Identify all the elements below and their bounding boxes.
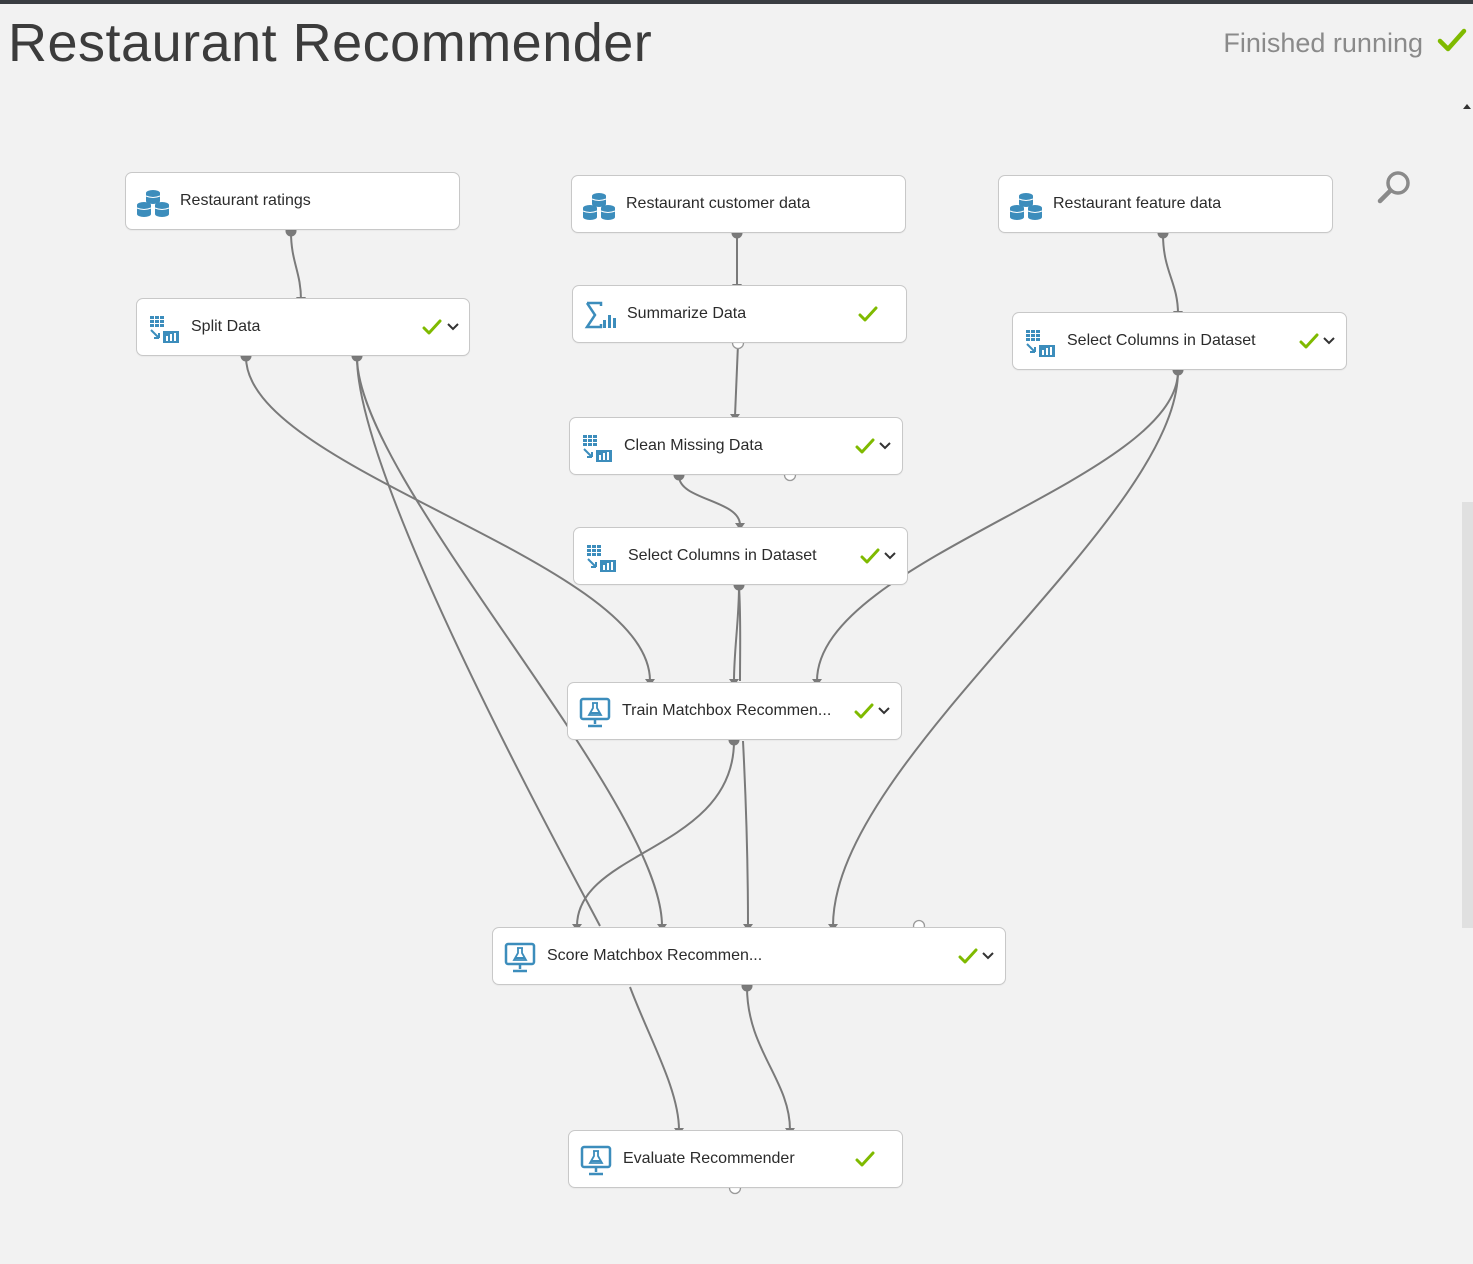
module-label: Summarize Data bbox=[627, 305, 747, 322]
finished-check-icon bbox=[422, 319, 442, 335]
dataset-icon bbox=[1009, 193, 1043, 220]
chevron-down-icon[interactable] bbox=[878, 707, 890, 715]
chevron-down-icon[interactable] bbox=[982, 952, 994, 960]
top-bar bbox=[0, 0, 1473, 4]
module-restaurant-customer-data[interactable]: Restaurant customer data bbox=[571, 175, 906, 233]
dataset-icon bbox=[136, 190, 170, 217]
transform-icon bbox=[583, 435, 612, 462]
module-label: Train Matchbox Recommen... bbox=[622, 702, 832, 719]
module-label: Score Matchbox Recommen... bbox=[547, 947, 763, 964]
finished-check-icon bbox=[860, 548, 880, 564]
module-score-matchbox[interactable]: Score Matchbox Recommen... bbox=[492, 927, 1006, 985]
sigma-icon bbox=[584, 301, 616, 329]
module-restaurant-ratings[interactable]: Restaurant ratings bbox=[125, 172, 460, 230]
experiment-title: Restaurant Recommender bbox=[8, 13, 653, 73]
module-label: Split Data bbox=[191, 318, 261, 335]
chevron-down-icon[interactable] bbox=[447, 323, 459, 331]
finished-check-icon bbox=[855, 1151, 875, 1167]
status-check-icon bbox=[1437, 28, 1467, 52]
module-split-data[interactable]: Split Data bbox=[136, 298, 470, 356]
module-label: Restaurant customer data bbox=[626, 195, 811, 212]
module-label: Select Columns in Dataset bbox=[1067, 332, 1256, 349]
chevron-down-icon[interactable] bbox=[1323, 337, 1335, 345]
module-select-columns-center[interactable]: Select Columns in Dataset bbox=[573, 527, 908, 585]
module-select-columns-right[interactable]: Select Columns in Dataset bbox=[1012, 312, 1347, 370]
module-label: Evaluate Recommender bbox=[623, 1150, 795, 1167]
module-clean-missing-data[interactable]: Clean Missing Data bbox=[569, 417, 903, 475]
transform-icon bbox=[587, 545, 616, 572]
finished-check-icon bbox=[958, 948, 978, 964]
module-train-matchbox[interactable]: Train Matchbox Recommen... bbox=[567, 682, 902, 740]
module-label: Select Columns in Dataset bbox=[628, 547, 817, 564]
magnifier-icon[interactable] bbox=[1375, 168, 1415, 208]
chevron-down-icon[interactable] bbox=[884, 552, 896, 560]
module-restaurant-feature-data[interactable]: Restaurant feature data bbox=[998, 175, 1333, 233]
dataset-icon bbox=[582, 193, 616, 220]
model-icon bbox=[579, 697, 611, 728]
transform-icon bbox=[1026, 330, 1055, 357]
module-label: Clean Missing Data bbox=[624, 437, 763, 454]
vertical-scrollbar[interactable] bbox=[1462, 502, 1473, 928]
finished-check-icon bbox=[855, 438, 875, 454]
finished-check-icon bbox=[1299, 333, 1319, 349]
module-label: Restaurant ratings bbox=[180, 192, 311, 209]
module-label: Restaurant feature data bbox=[1053, 195, 1222, 212]
finished-check-icon bbox=[858, 306, 878, 322]
transform-icon bbox=[150, 316, 179, 343]
collapse-caret-icon[interactable] bbox=[1463, 104, 1471, 109]
module-evaluate-recommender[interactable]: Evaluate Recommender bbox=[568, 1130, 903, 1188]
run-status-text: Finished running bbox=[1223, 28, 1423, 58]
finished-check-icon bbox=[854, 703, 874, 719]
model-icon bbox=[504, 942, 536, 973]
chevron-down-icon[interactable] bbox=[879, 442, 891, 450]
module-summarize-data[interactable]: Summarize Data bbox=[572, 285, 907, 343]
model-icon bbox=[580, 1145, 612, 1176]
